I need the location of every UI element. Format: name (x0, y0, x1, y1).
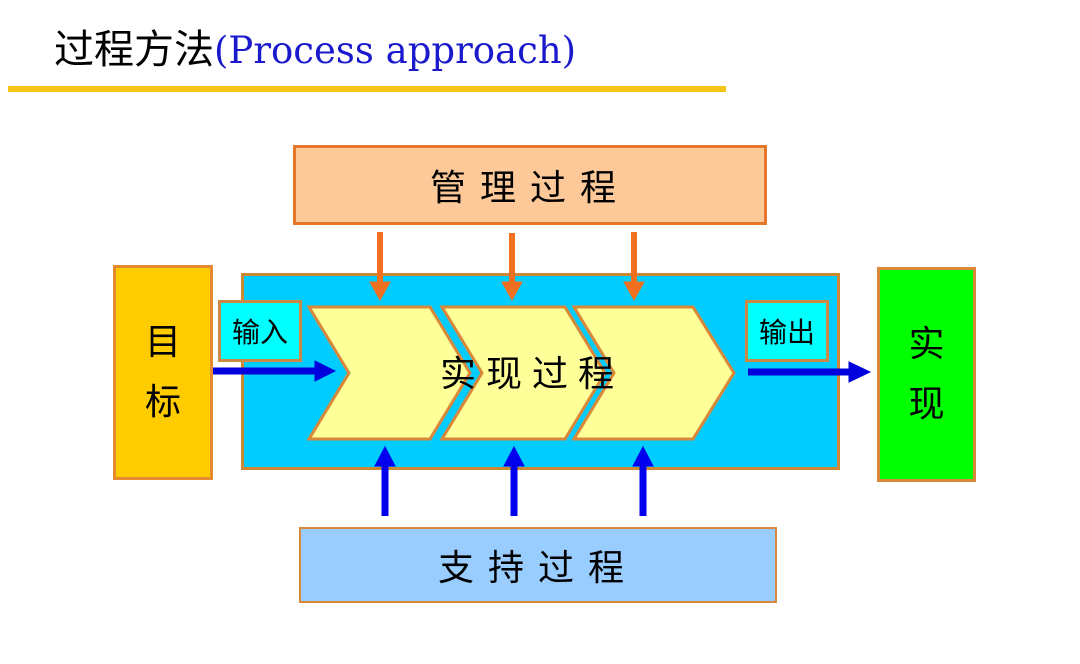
support-arrow-3-head (632, 445, 654, 467)
page-title: 过程方法(Process approach) (54, 22, 576, 79)
result-char-1: 实 (908, 323, 945, 365)
support-arrow-1-head (374, 445, 396, 467)
goal-char-1: 目 (144, 321, 181, 363)
input-arrow-head (314, 360, 337, 382)
output-label: 输出 (758, 316, 815, 349)
output-label-box: 输出 (745, 300, 829, 362)
result-box: 实 现 (877, 267, 976, 482)
result-char-2: 现 (908, 383, 945, 425)
support-arrow-2-head (503, 445, 525, 467)
chevron-step-2 (439, 305, 607, 441)
management-process-box: 管理过程 (293, 145, 767, 225)
title-underline (8, 86, 726, 92)
realization-process-label: 实现过程 (440, 354, 625, 395)
support-process-label: 支持过程 (437, 548, 638, 589)
management-arrow-1-head (369, 281, 391, 302)
management-process-label: 管理过程 (429, 168, 630, 209)
management-arrow-3-head (623, 281, 645, 302)
management-arrow-2-head (501, 281, 523, 302)
support-process-box: 支持过程 (299, 527, 777, 603)
input-label-box: 输入 (218, 300, 302, 362)
goal-box: 目 标 (113, 265, 213, 480)
goal-char-2: 标 (144, 381, 181, 423)
title-english: (Process approach) (214, 29, 577, 72)
chevron-step-3 (571, 305, 736, 441)
title-chinese: 过程方法 (54, 27, 214, 73)
chevron-step-1 (306, 305, 472, 441)
output-arrow-head (848, 361, 872, 383)
input-label: 输入 (231, 316, 288, 349)
